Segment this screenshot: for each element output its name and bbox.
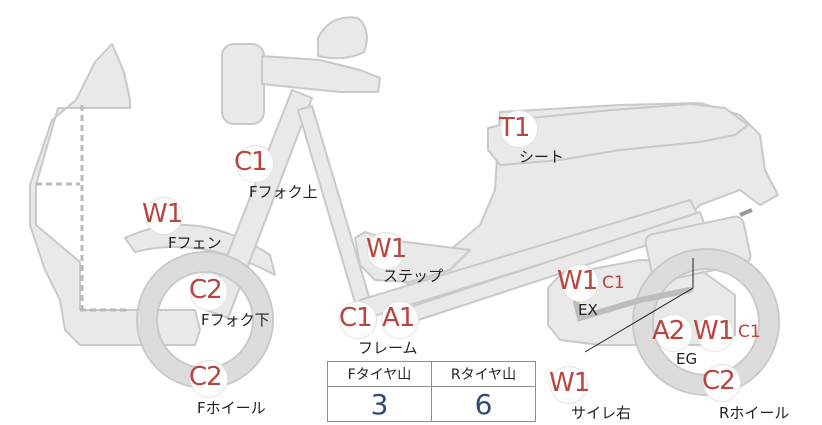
label-frame: フレーム <box>358 339 418 357</box>
marker-bg <box>500 110 538 148</box>
mirror-shape <box>317 16 368 60</box>
frame-tube-down <box>297 105 371 307</box>
label-fender: Fフェン <box>168 234 222 252</box>
damage-code-seat[interactable]: T1 <box>499 113 530 143</box>
damage-code-eg-c[interactable]: C1 <box>738 322 761 342</box>
front-tire-header: Fタイヤ山 <box>327 361 432 387</box>
marker-bg <box>381 301 419 339</box>
marker-bg <box>190 360 228 398</box>
damage-code-eg-a[interactable]: A2 <box>652 316 685 346</box>
label-step: ステップ <box>383 267 444 285</box>
label-fork-lower: Fフォク下 <box>201 311 270 329</box>
label-front-wheel: Fホイール <box>197 399 266 417</box>
marker-bg <box>703 364 741 402</box>
label-fork-upper: Fフォク上 <box>249 183 318 201</box>
rear-tire-value: 6 <box>431 386 536 422</box>
damage-code-rear-wheel[interactable]: C2 <box>702 366 736 396</box>
headlight-shape <box>221 43 265 125</box>
label-eg: EG <box>676 350 698 368</box>
front-tire-value: 3 <box>327 386 432 422</box>
marker-bg <box>655 314 693 352</box>
rear-tire-header: Rタイヤ山 <box>431 361 536 387</box>
label-ex: EX <box>578 301 598 319</box>
label-muffler-right: サイレ右 <box>571 404 632 422</box>
marker-bg <box>561 264 599 302</box>
exhaust-pipe <box>572 287 693 322</box>
damage-code-fender[interactable]: W1 <box>142 199 183 229</box>
marker-bg <box>696 314 734 352</box>
front-cowl-shape <box>29 43 201 346</box>
label-rear-wheel: Rホイール <box>719 404 790 422</box>
damage-code-ex-w[interactable]: W1 <box>557 266 598 296</box>
damage-code-fork-lower[interactable]: C2 <box>189 275 223 305</box>
tire-tread-table: Fタイヤ山 Rタイヤ山 3 6 <box>327 361 536 422</box>
label-seat: シート <box>519 148 565 166</box>
marker-bg <box>190 273 228 311</box>
damage-code-fork-upper[interactable]: C1 <box>234 147 268 177</box>
damage-code-ex-c[interactable]: C1 <box>602 273 625 293</box>
marker-bg <box>367 232 405 270</box>
damage-code-muffler[interactable]: W1 <box>549 368 590 398</box>
damage-code-step[interactable]: W1 <box>366 234 407 264</box>
damage-code-eg-w[interactable]: W1 <box>693 316 734 346</box>
seat-shape <box>487 103 749 166</box>
damage-code-frame-c[interactable]: C1 <box>339 303 373 333</box>
marker-bg <box>145 197 183 235</box>
handlebar-shape <box>261 55 381 93</box>
damage-code-frame-a[interactable]: A1 <box>382 303 415 333</box>
marker-bg <box>236 145 274 183</box>
damage-code-front-wheel[interactable]: C2 <box>189 362 223 392</box>
marker-bg <box>339 301 377 339</box>
marker-bg <box>550 366 588 404</box>
